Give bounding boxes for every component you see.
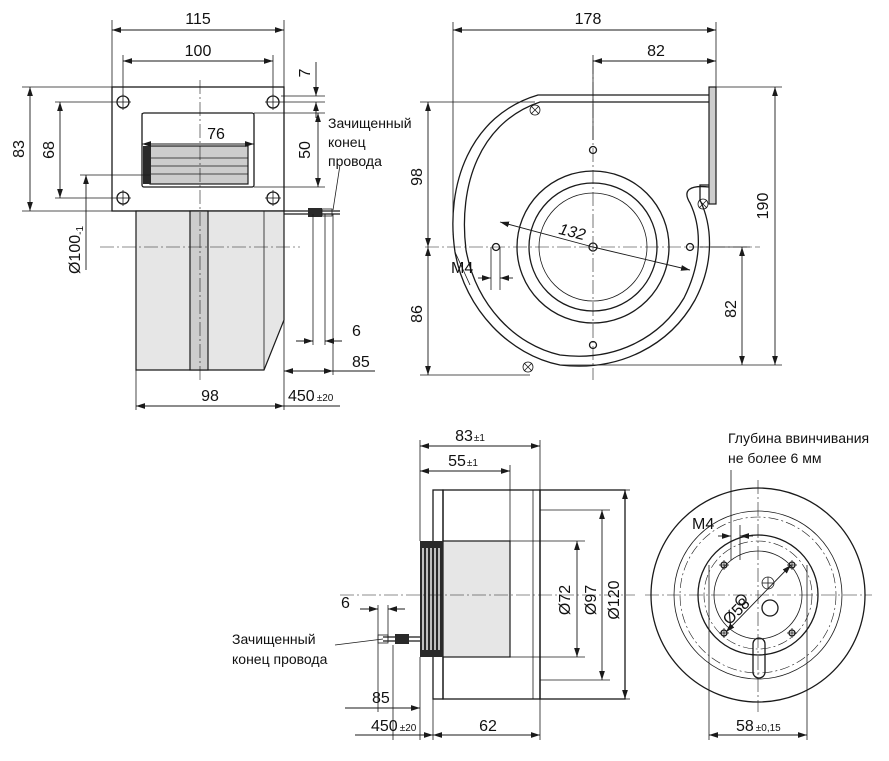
dim-wire-lead: 85 (352, 354, 370, 371)
outlet-opening (141, 112, 255, 188)
dim-wire-lead: 85 (372, 690, 390, 707)
dim-outlet-dia: Ø100-1 (67, 226, 86, 274)
scroll-housing (452, 94, 711, 367)
label-thread-m4: M4 (692, 516, 714, 533)
cable-exit (752, 637, 766, 679)
label-thread-m4: M4 (451, 260, 473, 277)
dim-upper-height: 98 (409, 168, 426, 186)
dim-height-holes: 68 (41, 141, 58, 159)
housing-body (135, 210, 285, 371)
side-view: 178 82 98 86 190 82 132 M4 (409, 11, 782, 380)
dim-depth: 83±1 (455, 428, 485, 445)
note-stripped-wire: Зачищенный конец провода (328, 115, 415, 169)
dim-center-to-bottom: 82 (723, 300, 740, 318)
dim-center-to-outlet: 82 (647, 43, 665, 60)
dim-wire-length: 450±20 (288, 388, 334, 405)
dim-height-outer: 83 (11, 140, 28, 158)
dim-hole-circle: 132 (557, 221, 587, 244)
dim-spacing: 58±0,15 (736, 718, 781, 735)
dim-body-width: 98 (201, 388, 219, 405)
outlet-duct (149, 145, 249, 185)
dim-opening: 76 (207, 126, 225, 143)
note-stripped-wire: Зачищенный конец провода (232, 631, 328, 667)
dim-dia-97: Ø97 (583, 585, 600, 615)
dim-dia-72: Ø72 (557, 585, 574, 615)
dim-width-outer: 115 (185, 11, 211, 28)
dim-wire-strip: 6 (341, 595, 350, 612)
motor-face-view: Ø58 M4 58±0,15 Глубина ввинчивания не бо… (645, 430, 873, 740)
dim-wire-length: 450±20 (371, 718, 417, 735)
motor-body (442, 540, 511, 658)
dim-width-holes: 100 (185, 43, 212, 60)
mounting-holes (115, 94, 281, 206)
dim-base: 62 (479, 718, 497, 735)
front-view: 115 100 76 83 68 Ø100-1 7 50 98 6 85 450… (11, 11, 415, 410)
axial-view: 83±1 55±1 Ø72 Ø97 Ø120 6 85 450±20 62 За… (232, 428, 635, 740)
housing-screws (522, 104, 709, 373)
dim-lower-height: 86 (409, 305, 426, 323)
dim-bolt-circle: Ø58 (720, 595, 753, 628)
dim-motor: 55±1 (448, 453, 478, 470)
dim-total-height: 190 (755, 193, 772, 220)
wire (284, 208, 340, 217)
note-thread-depth: Глубина ввинчивания не более 6 мм (728, 430, 873, 466)
face-hub (761, 599, 779, 617)
wire (377, 634, 420, 644)
dim-wire-strip: 6 (352, 323, 361, 340)
dim-dia-120: Ø120 (606, 580, 623, 619)
outlet-bracket (708, 86, 717, 205)
dim-hole-offset: 7 (297, 68, 314, 77)
dim-opening-height: 50 (297, 141, 314, 159)
dim-total-width: 178 (575, 11, 602, 28)
